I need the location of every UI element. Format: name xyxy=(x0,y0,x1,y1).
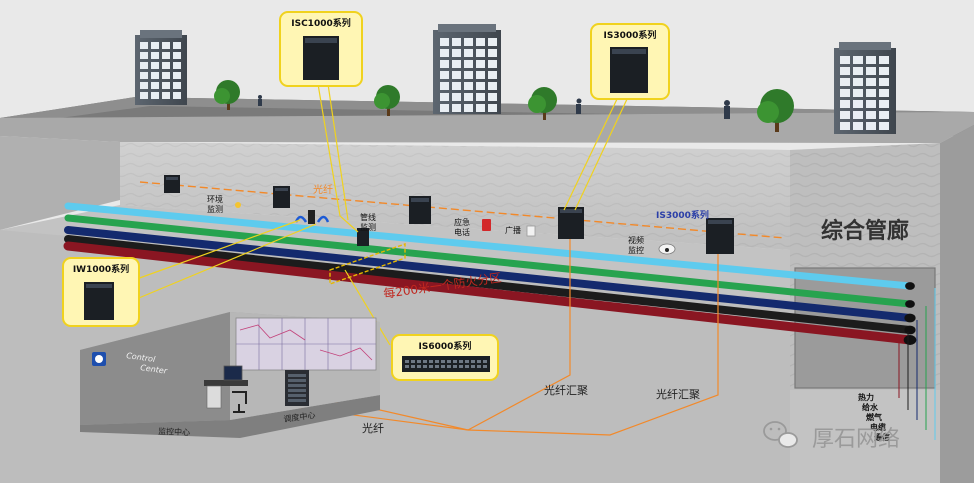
broadcast-speaker-icon xyxy=(526,225,536,237)
dispatch-center-label: 调度中心 xyxy=(283,410,316,424)
tunnel-top-slab xyxy=(0,112,974,143)
emergency-phone-icon xyxy=(482,219,491,231)
tree-2 xyxy=(374,85,400,116)
tunnel-right-face xyxy=(940,125,974,483)
building-center xyxy=(433,24,501,114)
fiber-label-bottom: 光纤 xyxy=(362,421,384,435)
callout-is6000-title: IS6000系列 xyxy=(419,340,472,352)
pipe-label-3: 电缆 xyxy=(870,422,886,432)
switch-device-4 xyxy=(558,207,584,239)
fire-zone-box xyxy=(329,243,406,285)
callout-leaders xyxy=(133,83,629,346)
pipe-monitor-label-2: 监测 xyxy=(360,222,376,232)
pipe-end-1 xyxy=(905,300,915,308)
pipe-label-1: 给水 xyxy=(862,402,879,412)
fiber-label-top: 光纤 xyxy=(313,183,333,196)
pipe-3 xyxy=(64,235,914,334)
operator-desk xyxy=(204,380,248,386)
pipe-1 xyxy=(64,214,914,308)
control-center-text-2: Center xyxy=(140,363,169,376)
tunnel-back-wall-shade xyxy=(120,142,790,250)
gallery-title: 综合管廊 xyxy=(821,218,909,244)
pipe-end-3 xyxy=(904,325,916,335)
callout-iw1000: IW1000系列 xyxy=(62,257,140,327)
environment-sensor-icon xyxy=(235,202,241,208)
watermark: 厚石网络 xyxy=(763,421,900,452)
broadcast-label: 广播 xyxy=(505,225,521,235)
wireless-antenna-icon xyxy=(294,210,330,224)
switch-device-1 xyxy=(164,175,180,193)
pipe-label-4: 通信 xyxy=(874,432,890,442)
callout-isc1000: ISC1000系列 xyxy=(279,11,363,87)
callout-isc1000-title: ISC1000系列 xyxy=(291,17,351,29)
tree-1 xyxy=(214,80,240,110)
switch-device-2 xyxy=(273,186,290,208)
fiber-aggregate-label-1: 光纤汇聚 xyxy=(544,383,588,397)
callout-is3000-top: IS3000系列 xyxy=(590,23,670,100)
fiber-aggregate-label-2: 光纤汇聚 xyxy=(656,387,700,401)
watermark-text: 厚石网络 xyxy=(812,427,900,452)
env-monitor-label-1: 环境 xyxy=(207,194,223,204)
pipe-label-0: 热力 xyxy=(858,392,874,402)
is3000-inline-label: IS3000系列 xyxy=(656,209,709,221)
tree-4 xyxy=(757,89,794,132)
pipe-2 xyxy=(64,226,914,322)
switch-device-5 xyxy=(706,218,734,254)
control-center-room xyxy=(80,312,380,438)
operator-cabinet xyxy=(206,385,222,409)
fiber-line-aggregate-2 xyxy=(467,250,719,436)
monitor-center-label: 监控中心 xyxy=(158,426,190,437)
callout-is3000-title: IS3000系列 xyxy=(604,29,657,41)
pipe-end-4 xyxy=(903,335,917,345)
pipe-end-2 xyxy=(904,313,916,323)
operator-chair-icon xyxy=(232,391,247,413)
callout-iw1000-title: IW1000系列 xyxy=(73,263,129,275)
pedestrian-1 xyxy=(258,95,262,106)
pedestrian-3 xyxy=(724,100,730,119)
switch-device-3 xyxy=(409,196,431,224)
wechat-icon xyxy=(763,421,798,448)
pipe-0 xyxy=(64,202,914,290)
pipe-4 xyxy=(63,241,915,345)
pipe-group xyxy=(63,202,917,345)
pipe-monitor-label-1: 管线 xyxy=(360,212,376,222)
pipe-label-leaders xyxy=(898,288,936,440)
emergency-phone-label-1: 应急 xyxy=(454,217,470,227)
env-monitor-label-2: 监测 xyxy=(207,204,223,214)
callout-is6000: IS6000系列 xyxy=(391,334,499,381)
pipe-end-0 xyxy=(905,282,915,290)
tree-3 xyxy=(528,87,557,120)
pipe-monitor-device xyxy=(357,228,369,246)
building-right xyxy=(834,42,896,134)
pedestrian-2 xyxy=(576,98,582,114)
control-center-text-1: Control xyxy=(126,351,157,364)
operator-monitor xyxy=(223,365,243,381)
pipe-label-2: 燃气 xyxy=(866,412,882,422)
emergency-phone-label-2: 电话 xyxy=(454,227,470,237)
video-monitor-label-1: 视频 xyxy=(628,235,644,245)
video-monitor-label-2: 监控 xyxy=(628,245,644,255)
video-camera-icon xyxy=(658,243,676,255)
building-left xyxy=(135,30,187,105)
